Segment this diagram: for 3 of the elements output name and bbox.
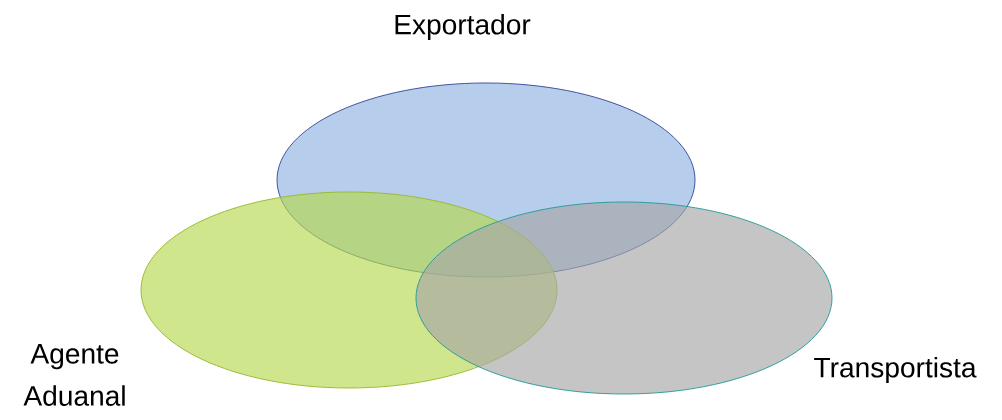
ellipse-label: Agente Aduanal [23, 344, 125, 406]
ellipse-label: Exportador [395, 13, 531, 41]
ellipse-label: Transportista [814, 356, 977, 384]
